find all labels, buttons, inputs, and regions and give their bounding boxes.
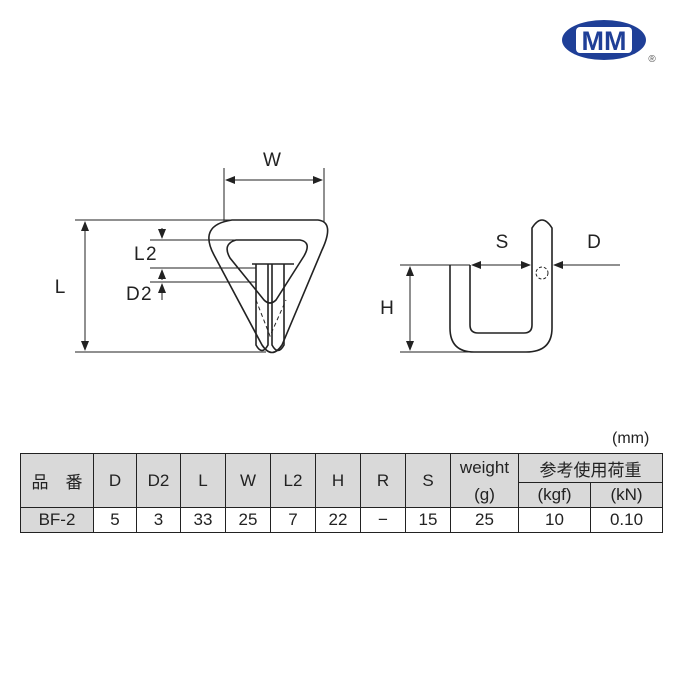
- svg-text:2: 2: [146, 244, 157, 265]
- cell: −: [360, 507, 406, 533]
- header-weight: weight: [450, 453, 519, 483]
- header-load: 参考使用荷重: [518, 453, 663, 483]
- svg-text:W: W: [263, 150, 281, 171]
- cell: 25: [225, 507, 271, 533]
- header-d: D: [93, 453, 137, 508]
- header-w: W: [225, 453, 271, 508]
- header-d2: D2: [136, 453, 181, 508]
- table-row: BF-2 5 3 33 25 7 22 − 15 25 10 0.10: [20, 507, 663, 533]
- technical-drawing: W L L 2 D 2 S D H: [55, 150, 620, 354]
- unit-label: (mm): [612, 430, 650, 447]
- cell: 7: [270, 507, 316, 533]
- cell-part-no: BF-2: [20, 507, 94, 533]
- header-l2: L2: [270, 453, 316, 508]
- header-kgf: (kgf): [518, 482, 591, 508]
- side-dimensions: [400, 261, 620, 353]
- cell: 15: [405, 507, 451, 533]
- svg-text:2: 2: [141, 284, 152, 305]
- svg-text:D: D: [587, 232, 601, 253]
- spec-table: 品 番 D D2 L W L2 H R S weight 参考使用荷重 (g) …: [20, 453, 663, 533]
- cell: 3: [136, 507, 181, 533]
- cell: 22: [315, 507, 361, 533]
- cell: 0.10: [590, 507, 663, 533]
- cell: 25: [450, 507, 519, 533]
- svg-text:S: S: [496, 232, 509, 253]
- header-r: R: [360, 453, 406, 508]
- svg-text:L: L: [134, 244, 145, 265]
- svg-text:®: ®: [648, 54, 656, 65]
- svg-text:D: D: [126, 284, 140, 305]
- header-kn: (kN): [590, 482, 663, 508]
- header-h: H: [315, 453, 361, 508]
- header-weight-unit: (g): [450, 482, 519, 508]
- front-dimensions: [75, 168, 325, 353]
- cell: 33: [180, 507, 226, 533]
- svg-text:L: L: [55, 277, 66, 298]
- svg-text:H: H: [380, 298, 394, 319]
- brand-logo: MM ®: [562, 20, 656, 65]
- header-s: S: [405, 453, 451, 508]
- side-view: [449, 219, 553, 353]
- header-part-no: 品 番: [20, 453, 94, 508]
- front-view: [208, 219, 329, 354]
- cell: 10: [518, 507, 591, 533]
- svg-text:MM: MM: [582, 26, 627, 56]
- cell: 5: [93, 507, 137, 533]
- header-l: L: [180, 453, 226, 508]
